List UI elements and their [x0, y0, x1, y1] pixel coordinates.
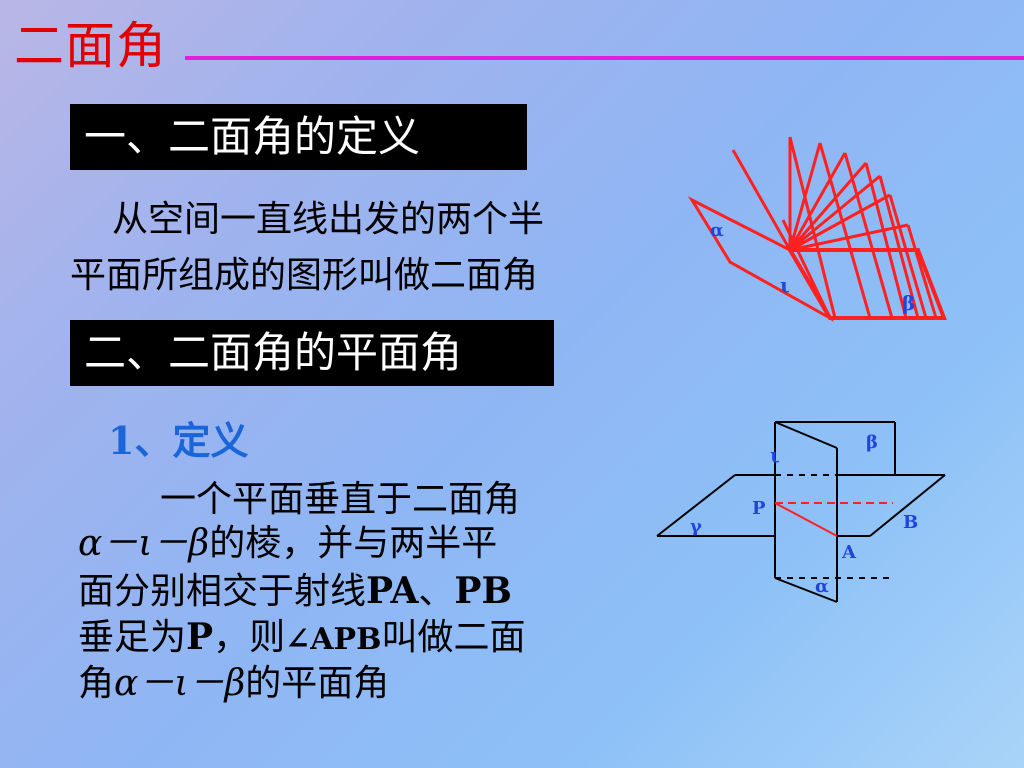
ray-pa-line	[774, 502, 838, 537]
plane-angle-text: 一个平面垂直于二面角	[160, 479, 521, 520]
section-heading-definition: 一、二面角的定义	[70, 104, 527, 170]
plane-angle-text: 的平面角	[245, 663, 390, 704]
label-b: B	[903, 512, 918, 533]
label-a: A	[841, 542, 857, 563]
plane-angle-line-4: 垂足为P，则∠APB叫做二面	[78, 608, 525, 660]
ray-pb: PB	[454, 570, 512, 612]
label-beta: β	[902, 291, 915, 315]
plane-angle-text: 叫做二面	[381, 617, 526, 658]
plane-angle-text: 角	[78, 663, 115, 704]
plane-angle-line-5: 角α－ι－β的平面角	[78, 654, 389, 706]
plane-angle-line-3: 面分别相交于射线PA、PB	[78, 562, 512, 614]
angle-apb: ∠APB	[285, 622, 382, 657]
definition-line-1: 从空间一直线出发的两个半	[112, 199, 545, 240]
label-gamma: γ	[690, 516, 702, 537]
definition-line-2: 平面所组成的图形叫做二面角	[70, 255, 539, 296]
label-alpha: α	[815, 576, 829, 597]
half-plane-alpha	[687, 196, 835, 323]
label-beta: β	[866, 432, 878, 453]
page-title: 二面角	[14, 17, 167, 75]
subheading-definition: 1、定义	[108, 418, 249, 463]
section-heading-plane-angle: 二、二面角的平面角	[70, 320, 554, 386]
plane-angle-line-1: 一个平面垂直于二面角	[160, 470, 520, 522]
label-iota: ι	[780, 273, 790, 297]
half-plane-beta	[786, 248, 947, 320]
point-p: P	[186, 616, 214, 658]
plane-angle-line-2: α－ι－β的棱，并与两半平	[78, 514, 497, 566]
plane-angle-text: 面分别相交于射线	[78, 571, 367, 612]
title-underline	[185, 56, 1024, 60]
label-alpha: α	[710, 220, 724, 241]
plane-angle-text: ，则	[213, 617, 286, 658]
label-p: P	[752, 498, 766, 519]
math-expression: α－ι－β	[78, 523, 210, 564]
plane-angle-text: 垂足为	[78, 617, 187, 658]
edge-line	[788, 248, 832, 320]
label-iota: ι	[770, 443, 780, 467]
math-expression: α－ι－β	[114, 663, 246, 704]
separator: 、	[418, 571, 455, 612]
plane-angle-text: 的棱，并与两半平	[209, 523, 498, 564]
ray-pa: PA	[366, 570, 419, 612]
